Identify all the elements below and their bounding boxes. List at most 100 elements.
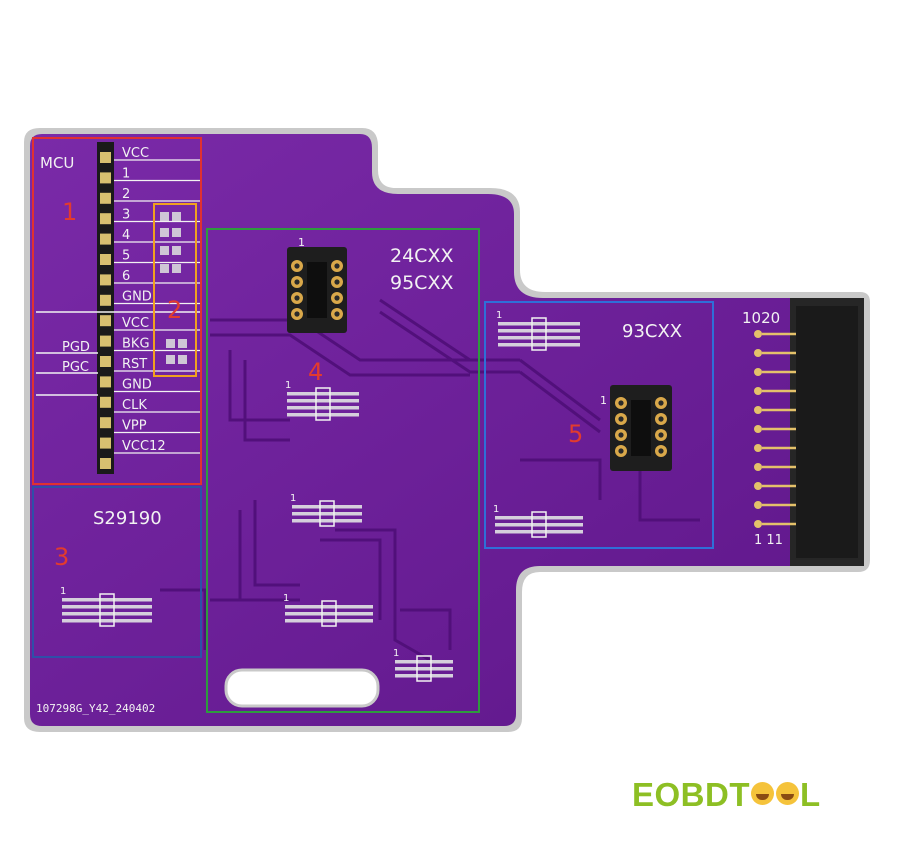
socket-93-contacts	[615, 397, 667, 457]
region-3-box	[32, 486, 202, 658]
soic-pin1-marker: 1	[283, 593, 289, 604]
connector-pad	[754, 349, 762, 357]
region-4-number: 4	[308, 358, 323, 386]
serial-number: 107298G_Y42_240402	[36, 702, 155, 715]
soic-pad	[498, 329, 580, 333]
label-s29190: S29190	[93, 508, 162, 529]
eobdtool-logo: EOBDT L	[632, 776, 822, 816]
soic-pad	[287, 413, 359, 417]
soic-pin1-marker: 1	[393, 648, 399, 659]
soic-pad	[62, 612, 152, 616]
soic-outline	[531, 317, 547, 351]
connector-pad	[754, 501, 762, 509]
soic-pad	[495, 516, 583, 520]
mcu-pin-label: 4	[122, 228, 130, 243]
mcu-pin-label: 6	[122, 269, 130, 284]
logo-text-right: L	[800, 776, 821, 813]
mcu-pin-label: VCC	[122, 316, 149, 331]
connector-pad	[754, 368, 762, 376]
laughing-face-icon	[751, 782, 774, 805]
soic-pad	[285, 612, 373, 616]
pcb-surface	[30, 134, 864, 726]
connector-pad	[754, 330, 762, 338]
jumper-pads	[160, 212, 187, 364]
soic-pad	[498, 336, 580, 340]
connector-top-label: 1020	[742, 309, 780, 327]
header-pin	[100, 233, 111, 245]
soic-pad	[495, 523, 583, 527]
pcb-traces	[160, 298, 700, 662]
header-pin	[100, 294, 111, 306]
region-1-number: 1	[62, 198, 77, 226]
soic-pad	[62, 605, 152, 609]
mcu-pin-label: BKG	[122, 337, 150, 352]
connector-pad	[754, 482, 762, 490]
mcu-pin-label: VCC	[122, 146, 149, 161]
soic-outline	[531, 511, 547, 538]
header-pin	[100, 213, 111, 225]
region-2-number: 2	[167, 296, 182, 324]
mcu-pin-label: RST	[122, 357, 147, 372]
region-1-box	[32, 137, 202, 485]
region-5-box	[484, 301, 714, 549]
pgd-label: PGD	[62, 340, 90, 355]
socket-24-95-pin1-marker: 1	[298, 236, 305, 249]
soic-outline	[99, 593, 115, 627]
connector-pad	[754, 425, 762, 433]
soic-pad	[62, 598, 152, 602]
header-pin	[100, 152, 111, 163]
soic-pad	[498, 322, 580, 326]
label-24cxx: 24CXX	[390, 245, 453, 267]
logo-text-left: EOBDT	[632, 776, 750, 813]
header-pin	[100, 254, 111, 265]
soic-pin1-marker: 1	[493, 504, 499, 515]
header-pin	[100, 376, 111, 388]
header-pin	[100, 396, 111, 408]
region-5-number: 5	[568, 420, 583, 448]
label-95cxx: 95CXX	[390, 272, 453, 294]
soic-outline	[319, 500, 335, 527]
connector-pad	[754, 406, 762, 414]
mcu-pin-label: GND	[122, 378, 152, 393]
soic-pad	[498, 343, 580, 347]
board-slot	[224, 668, 380, 708]
soic-pin1-marker: 1	[285, 380, 291, 391]
region-3-number: 3	[54, 543, 69, 571]
header-pin	[100, 356, 111, 367]
mcu-pin-label: 3	[122, 208, 130, 223]
mcu-silk-lines	[36, 311, 200, 396]
soic-pad	[292, 512, 362, 516]
mcu-title: MCU	[40, 154, 74, 172]
connector-pad	[754, 387, 762, 395]
connector-pad	[754, 463, 762, 471]
soic-pin1-marker: 1	[60, 586, 66, 597]
mcu-pin-label: VCC12	[122, 439, 166, 454]
header-pin	[100, 335, 111, 347]
soic-pad	[287, 399, 359, 403]
connector-bottom-label: 1 11	[754, 533, 783, 548]
region-2-box	[153, 203, 197, 377]
mcu-pin-label: 2	[122, 187, 130, 202]
header-pin	[100, 437, 111, 449]
soic-pad	[395, 674, 453, 678]
soic-pad	[292, 519, 362, 523]
soic-pad	[395, 660, 453, 664]
soic-pin1-marker: 1	[496, 310, 502, 321]
region-4-box	[206, 228, 480, 713]
soic-outline	[321, 600, 337, 627]
mcu-pin-label: CLK	[122, 398, 147, 413]
connector-pad	[754, 444, 762, 452]
ribbon-connector	[790, 298, 864, 566]
soic-pad	[287, 406, 359, 410]
soic-pad	[287, 392, 359, 396]
mcu-pin-label: VPP	[122, 419, 147, 434]
connector-pins	[754, 330, 796, 528]
pgc-label: PGC	[62, 360, 89, 375]
soic-pad	[395, 667, 453, 671]
dip8-socket-24-95	[287, 247, 347, 333]
header-pin	[100, 315, 111, 327]
soic-pad	[292, 505, 362, 509]
